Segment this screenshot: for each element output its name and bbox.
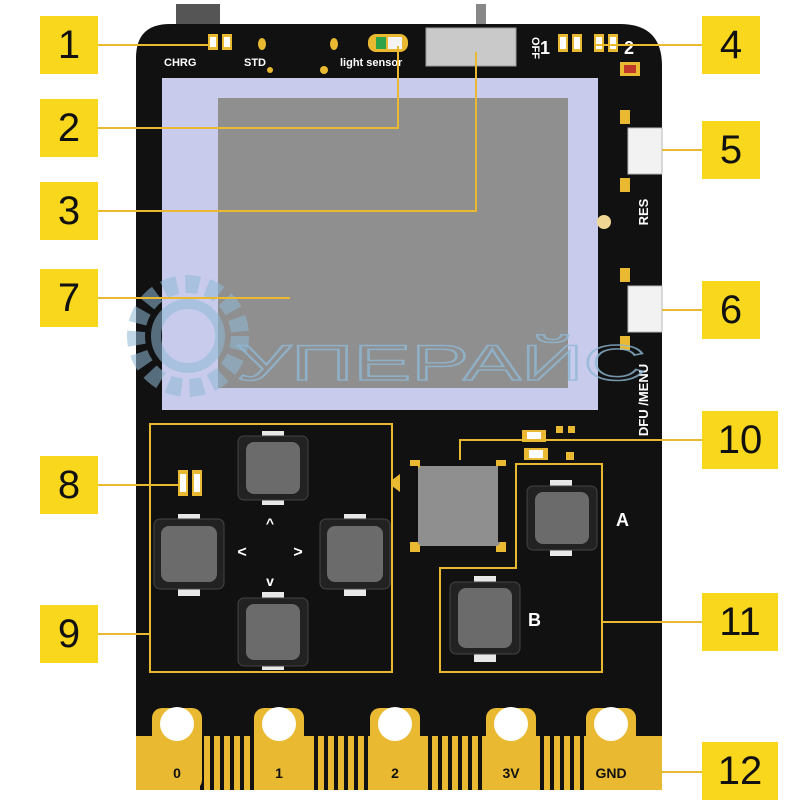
dpad-right-button: [319, 514, 391, 596]
callout-10: 10: [702, 411, 778, 469]
right-arrow-icon: >: [293, 544, 302, 561]
dpad-up-button: [237, 431, 309, 505]
callout-3: 3: [40, 182, 98, 240]
pin-pads: [152, 707, 636, 790]
callout-12: 12: [702, 742, 778, 800]
dfu-menu-label: DFU /MENU: [636, 364, 651, 436]
std-label: STD: [244, 57, 266, 69]
button-a-label: A: [616, 510, 629, 530]
callout-2: 2: [40, 99, 98, 157]
callout-7: 7: [40, 269, 98, 327]
callout-8: 8: [40, 456, 98, 514]
light-sensor: [368, 34, 408, 52]
watermark-text: УПЕРАЙС: [236, 334, 646, 391]
callout-6: 6: [702, 281, 760, 339]
leader-lines: [96, 44, 702, 773]
button-b-label: B: [528, 610, 541, 630]
res-label: RES: [636, 198, 651, 225]
edge-connector: 0 1 2 3V GND: [136, 707, 662, 790]
mount-hole: [597, 215, 611, 229]
chrg-label: CHRG: [164, 57, 196, 69]
pin-label-gnd: GND: [595, 765, 626, 781]
user-leds: [558, 34, 640, 76]
lcd-screen: [218, 98, 568, 388]
callout-11: 11: [702, 593, 778, 651]
led-2-label: 2: [624, 38, 634, 58]
callout-9: 9: [40, 605, 98, 663]
callout-5: 5: [702, 121, 760, 179]
dfu-menu-button: [620, 268, 663, 350]
reset-button: [620, 110, 663, 192]
left-arrow-icon: <: [237, 544, 246, 561]
resistor-pair: [178, 470, 202, 496]
down-arrow-icon: v: [266, 573, 274, 589]
pin-label-0: 0: [173, 765, 181, 781]
led-1-label: 1: [540, 38, 550, 58]
watermark-logo: [127, 275, 249, 397]
power-switch: [425, 27, 517, 67]
buzzer: [392, 460, 506, 552]
pin-label-3v: 3V: [502, 765, 520, 781]
up-arrow-icon: ^: [266, 515, 274, 531]
light-sensor-label: light sensor: [340, 57, 403, 69]
dpad-region: [149, 423, 393, 673]
button-b: [449, 576, 521, 662]
callout-1: 1: [40, 16, 98, 74]
off-label: OFF: [529, 37, 541, 59]
power-switch-lever: [476, 4, 486, 30]
pin-label-2: 2: [391, 765, 399, 781]
button-a: [526, 480, 598, 556]
dpad-left-button: [153, 514, 225, 596]
ab-region: [439, 463, 603, 673]
dpad-down-button: [237, 592, 309, 670]
callout-4: 4: [702, 16, 760, 74]
pin-label-1: 1: [275, 765, 283, 781]
charge-leds: [208, 34, 338, 74]
